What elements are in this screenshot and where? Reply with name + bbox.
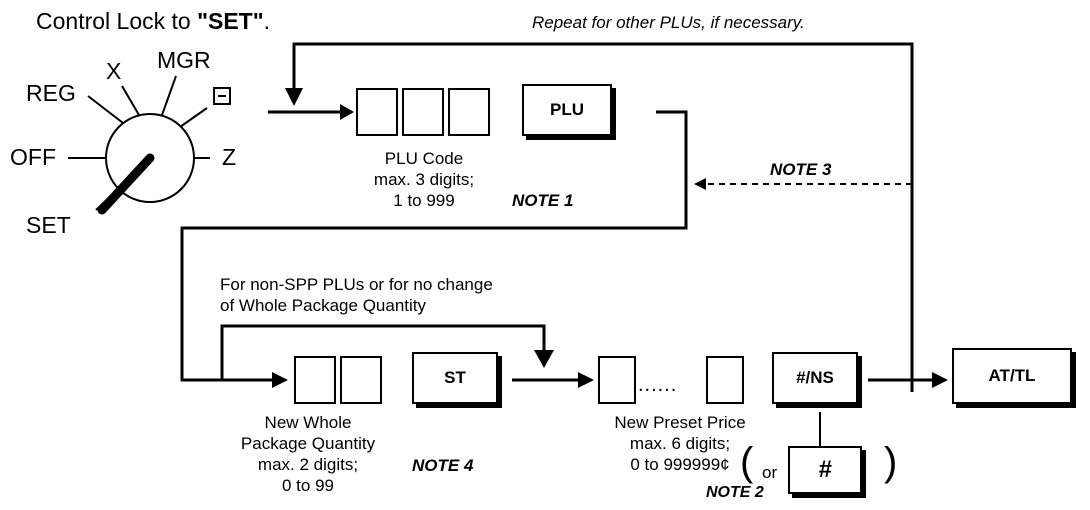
instruction-setting: "SET" xyxy=(197,8,264,34)
hash-key: # xyxy=(788,446,862,494)
plu-key: PLU xyxy=(522,84,612,136)
note-2: NOTE 2 xyxy=(706,484,764,501)
price-label: New Preset Price max. 6 digits; 0 to 999… xyxy=(614,413,746,474)
quantity-digit-box xyxy=(340,356,382,404)
plu-digit-box xyxy=(448,88,490,136)
st-key: ST xyxy=(412,352,498,404)
ns-key: #/NS xyxy=(772,352,858,404)
plu-digit-box xyxy=(356,88,398,136)
instruction-suffix: . xyxy=(263,8,271,34)
dial-label-set: SET xyxy=(26,212,71,238)
repeat-note: Repeat for other PLUs, if necessary. xyxy=(532,13,805,32)
bypass-path xyxy=(220,324,546,380)
price-digit-box-first xyxy=(598,356,636,404)
dial-label-mgr: MGR xyxy=(157,47,211,73)
minus-box-icon xyxy=(213,87,231,105)
alt-or-label: or xyxy=(762,463,778,482)
quantity-label: New Whole Package Quantity max. 2 digits… xyxy=(240,413,376,495)
instruction-text: Control Lock to "SET". xyxy=(36,8,270,35)
dial-label-z: Z xyxy=(222,144,237,170)
price-digits-ellipsis: ...... xyxy=(638,374,678,396)
at-tl-key: AT/TL xyxy=(952,348,1072,404)
bypass-label: For non-SPP PLUs or for no change of Who… xyxy=(220,275,493,315)
control-lock-dial xyxy=(68,75,210,215)
instruction-prefix: Control Lock to xyxy=(36,8,198,34)
dial-label-x: X xyxy=(106,58,122,84)
alt-open-paren: ( xyxy=(740,440,754,484)
dial-label-off: OFF xyxy=(10,144,56,170)
alt-close-paren: ) xyxy=(884,440,898,484)
note-1: NOTE 1 xyxy=(512,191,574,210)
note-4: NOTE 4 xyxy=(412,456,474,475)
quantity-digit-box xyxy=(294,356,336,404)
note-3: NOTE 3 xyxy=(770,160,832,179)
price-digit-box-last xyxy=(706,356,744,404)
plu-digit-box xyxy=(402,88,444,136)
plu-to-quantity-path xyxy=(180,110,688,382)
repeat-loop-line xyxy=(292,42,914,392)
plu-code-label: PLU Code max. 3 digits; 1 to 999 xyxy=(373,149,475,210)
dial-label-reg: REG xyxy=(26,80,76,106)
